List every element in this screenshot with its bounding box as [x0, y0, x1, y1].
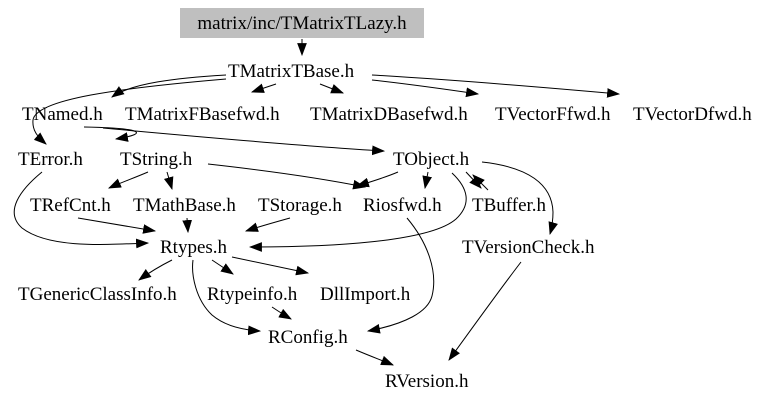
- edge-TMatrixTBase-TError: [32, 78, 227, 145]
- edge-TObject-Riosfwd: [422, 171, 432, 190]
- node-TMatrixTLazy: matrix/inc/TMatrixTLazy.h: [180, 8, 424, 38]
- node-TMathBase[interactable]: TMathBase.h: [133, 195, 236, 216]
- node-TVectorDfwd[interactable]: TVectorDfwd.h: [633, 104, 752, 125]
- edge-RConfig-RVersion: [355, 349, 395, 366]
- edge-Rtypes-Rtypeinfo: [211, 259, 234, 275]
- node-TVersionCheck[interactable]: TVersionCheck.h: [462, 237, 595, 258]
- node-Rtypes[interactable]: Rtypes.h: [160, 237, 228, 258]
- edge-TMatrixTBase-TMatrixDBasefwd: [319, 83, 345, 94]
- edge-Rtypeinfo-RConfig: [271, 306, 292, 320]
- edge-TObject-TVersionCheck: [481, 161, 558, 236]
- node-TGenericClassInfo[interactable]: TGenericClassInfo.h: [18, 284, 177, 305]
- node-TNamed[interactable]: TNamed.h: [22, 104, 103, 125]
- edge-TString-TRefCnt: [108, 171, 149, 189]
- node-RVersion[interactable]: RVersion.h: [385, 371, 469, 392]
- edge-TBuffer-TObject: [472, 174, 489, 191]
- edge-TStorage-Rtypes: [244, 217, 291, 232]
- edge-TMatrixTBase-TNamed: [111, 74, 227, 98]
- node-TMatrixFBasefwd[interactable]: TMatrixFBasefwd.h: [125, 104, 280, 125]
- node-Rtypeinfo[interactable]: Rtypeinfo.h: [207, 284, 298, 305]
- edge-TString-TMathBase: [163, 171, 174, 191]
- edge-TError-Rtypes: [13, 171, 150, 249]
- node-Riosfwd[interactable]: Riosfwd.h: [363, 195, 442, 216]
- node-RConfig[interactable]: RConfig.h: [268, 327, 348, 348]
- edge-TRefCnt-Rtypes: [77, 217, 157, 234]
- node-TVectorFfwd[interactable]: TVectorFfwd.h: [495, 104, 611, 125]
- node-TString[interactable]: TString.h: [120, 149, 193, 170]
- node-TStorage[interactable]: TStorage.h: [258, 195, 342, 216]
- node-TRefCnt[interactable]: TRefCnt.h: [30, 195, 111, 216]
- edge-Rtypes-DllImport: [231, 256, 310, 276]
- edge-Rtypes-RConfig: [192, 259, 262, 336]
- edge-TObject-TStorage: [355, 171, 399, 188]
- edge-TMatrixTBase-TVectorDfwd: [371, 74, 621, 98]
- node-TBuffer[interactable]: TBuffer.h: [472, 195, 547, 216]
- node-TMatrixTBase[interactable]: TMatrixTBase.h: [228, 61, 355, 82]
- edge-TString-Riosfwd: [207, 163, 367, 190]
- edge-TVersionCheck-RVersion: [448, 261, 522, 361]
- edge-TObject-Rtypes: [248, 172, 467, 252]
- edge-TMatrixTBase-TMatrixFBasefwd: [250, 83, 277, 93]
- edge-Riosfwd-RConfig: [366, 217, 435, 334]
- edge-TObject-TBuffer: [465, 171, 482, 189]
- edge-Rtypes-TGenericClassInfo: [138, 259, 173, 281]
- edge-TMathBase-Rtypes: [182, 217, 193, 234]
- edge-TMatrixTBase-TVectorFfwd: [371, 79, 480, 98]
- node-TMatrixDBasefwd[interactable]: TMatrixDBasefwd.h: [310, 104, 468, 125]
- node-DllImport[interactable]: DllImport.h: [320, 284, 411, 305]
- node-TError[interactable]: TError.h: [18, 149, 83, 170]
- node-TObject[interactable]: TObject.h: [393, 149, 470, 170]
- edge-TNamed-TObject: [102, 127, 386, 156]
